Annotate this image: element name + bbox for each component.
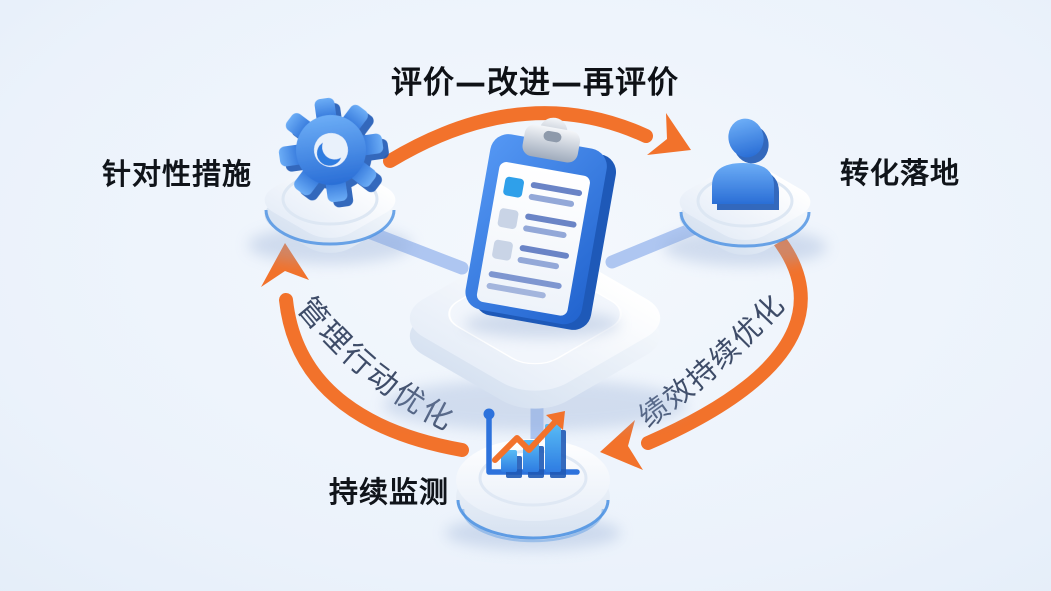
checkbox-checked — [503, 176, 524, 198]
top-arc — [383, 106, 653, 168]
top-arc-arrowhead-icon — [647, 113, 691, 155]
diagram-title: 评价—改进—再评价 — [391, 65, 679, 101]
left-arc-arrowhead-icon — [261, 243, 309, 287]
checkbox — [492, 239, 513, 261]
checklist-rows — [486, 176, 583, 299]
node-label-right: 转化落地 — [840, 156, 961, 190]
platform-left-stripe — [264, 209, 396, 246]
platform-right-stripe — [679, 211, 811, 248]
platform-bottom-stripe — [456, 499, 610, 540]
trend-arrowhead-icon — [546, 411, 565, 430]
person-body — [712, 163, 774, 204]
person-icon — [712, 118, 774, 204]
gear-icon — [278, 97, 384, 203]
bar-chart-trend-icon — [483, 408, 580, 475]
chart-axis-dot — [483, 408, 495, 420]
trend-line — [492, 419, 558, 463]
right-arc-arrowhead-icon — [600, 420, 643, 470]
clipboard-checklist-icon — [464, 117, 620, 338]
checkbox — [497, 208, 519, 230]
node-label-bottom: 持续监测 — [329, 475, 450, 509]
left-arc — [279, 293, 469, 457]
person-head — [728, 118, 764, 158]
node-label-left: 针对性措施 — [102, 157, 253, 191]
